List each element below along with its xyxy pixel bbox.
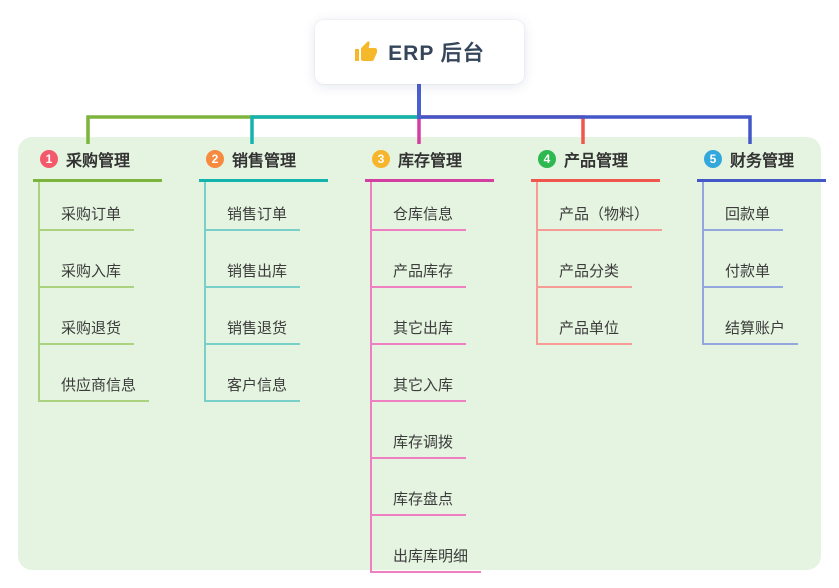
child-node[interactable]: 销售订单	[206, 182, 301, 231]
branch-4: 4 产品管理产品（物料） 产品分类产品单位	[531, 147, 701, 345]
child-node[interactable]: 库存调拨	[372, 402, 467, 459]
child-node[interactable]: 客户信息	[206, 345, 301, 402]
child-node-label: 产品库存	[393, 263, 454, 280]
branch-2: 2 销售管理销售订单销售出库销售退货客户信息	[199, 147, 369, 402]
branch-children-1: 采购订单采购入库采购退货供应商信息	[38, 182, 203, 402]
child-node[interactable]: 产品库存	[372, 231, 467, 288]
child-node[interactable]: 采购退货	[40, 288, 135, 345]
branch-node-4[interactable]: 4 产品管理	[531, 147, 660, 182]
branch-3: 3 库存管理仓库信息产品库存其它出库其它入库库存调拨库存盘点出库库明细	[365, 147, 535, 573]
branch-label-text: 采购管理	[66, 153, 131, 170]
child-node-label: 供应商信息	[61, 377, 137, 394]
child-node-label: 采购入库	[61, 263, 122, 280]
canvas-panel	[18, 137, 821, 570]
branch-label-text: 产品管理	[564, 153, 629, 170]
branch-label-text: 财务管理	[730, 153, 795, 170]
branch-1: 1 采购管理采购订单采购入库采购退货供应商信息	[33, 147, 203, 402]
branch-5: 5 财务管理回款单付款单结算账户	[697, 147, 839, 345]
child-node[interactable]: 其它入库	[372, 345, 467, 402]
child-node[interactable]: 其它出库	[372, 288, 467, 345]
child-node[interactable]: 销售出库	[206, 231, 301, 288]
branch-label-text: 库存管理	[398, 153, 463, 170]
child-node-label: 回款单	[725, 206, 771, 223]
child-node[interactable]: 付款单	[704, 231, 784, 288]
child-node[interactable]: 结算账户	[704, 288, 799, 345]
child-node-label: 库存调拨	[393, 434, 454, 451]
child-node[interactable]: 出库库明细	[372, 516, 482, 573]
child-node[interactable]: 产品分类	[538, 231, 633, 288]
child-node[interactable]: 回款单	[704, 182, 784, 231]
child-node[interactable]: 产品（物料）	[538, 182, 663, 231]
child-node[interactable]: 销售退货	[206, 288, 301, 345]
thumbs-up-path	[355, 41, 378, 61]
child-node[interactable]: 库存盘点	[372, 459, 467, 516]
branch-children-3: 仓库信息产品库存其它出库其它入库库存调拨库存盘点出库库明细	[370, 182, 535, 573]
branch-badge-5: 5	[704, 150, 722, 168]
child-node-label: 付款单	[725, 263, 771, 280]
branch-label-text: 销售管理	[232, 153, 297, 170]
child-node-label: 出库库明细	[393, 548, 469, 565]
branch-node-5[interactable]: 5 财务管理	[697, 147, 826, 182]
child-node-label: 客户信息	[227, 377, 288, 394]
branch-badge-3: 3	[372, 150, 390, 168]
branch-children-4: 产品（物料） 产品分类产品单位	[536, 182, 701, 345]
child-node[interactable]: 产品单位	[538, 288, 633, 345]
branch-badge-1: 1	[40, 150, 58, 168]
child-node[interactable]: 供应商信息	[40, 345, 150, 402]
branch-children-5: 回款单付款单结算账户	[702, 182, 839, 345]
branch-node-2[interactable]: 2 销售管理	[199, 147, 328, 182]
thumbs-up-icon	[355, 41, 378, 61]
child-node[interactable]: 采购入库	[40, 231, 135, 288]
child-node-label: 采购订单	[61, 206, 122, 223]
child-node-label: 产品单位	[559, 320, 620, 337]
root-node[interactable]: ERP 后台	[315, 20, 524, 84]
child-node-label: 销售订单	[227, 206, 288, 223]
child-node-label: 其它出库	[393, 320, 454, 337]
child-node-label: 库存盘点	[393, 491, 454, 508]
child-node-label: 结算账户	[725, 320, 786, 337]
branch-node-3[interactable]: 3 库存管理	[365, 147, 494, 182]
child-node[interactable]: 采购订单	[40, 182, 135, 231]
child-node-label: 仓库信息	[393, 206, 454, 223]
child-node-label: 销售出库	[227, 263, 288, 280]
root-node-label: ERP 后台	[388, 42, 485, 65]
child-node-label: 其它入库	[393, 377, 454, 394]
branch-node-1[interactable]: 1 采购管理	[33, 147, 162, 182]
branch-badge-2: 2	[206, 150, 224, 168]
child-node-label: 采购退货	[61, 320, 122, 337]
branch-children-2: 销售订单销售出库销售退货客户信息	[204, 182, 369, 402]
child-node-label: 产品分类	[559, 263, 620, 280]
branch-badge-4: 4	[538, 150, 556, 168]
child-node[interactable]: 仓库信息	[372, 182, 467, 231]
child-node-label: 销售退货	[227, 320, 288, 337]
child-node-label: 产品（物料）	[559, 206, 650, 223]
